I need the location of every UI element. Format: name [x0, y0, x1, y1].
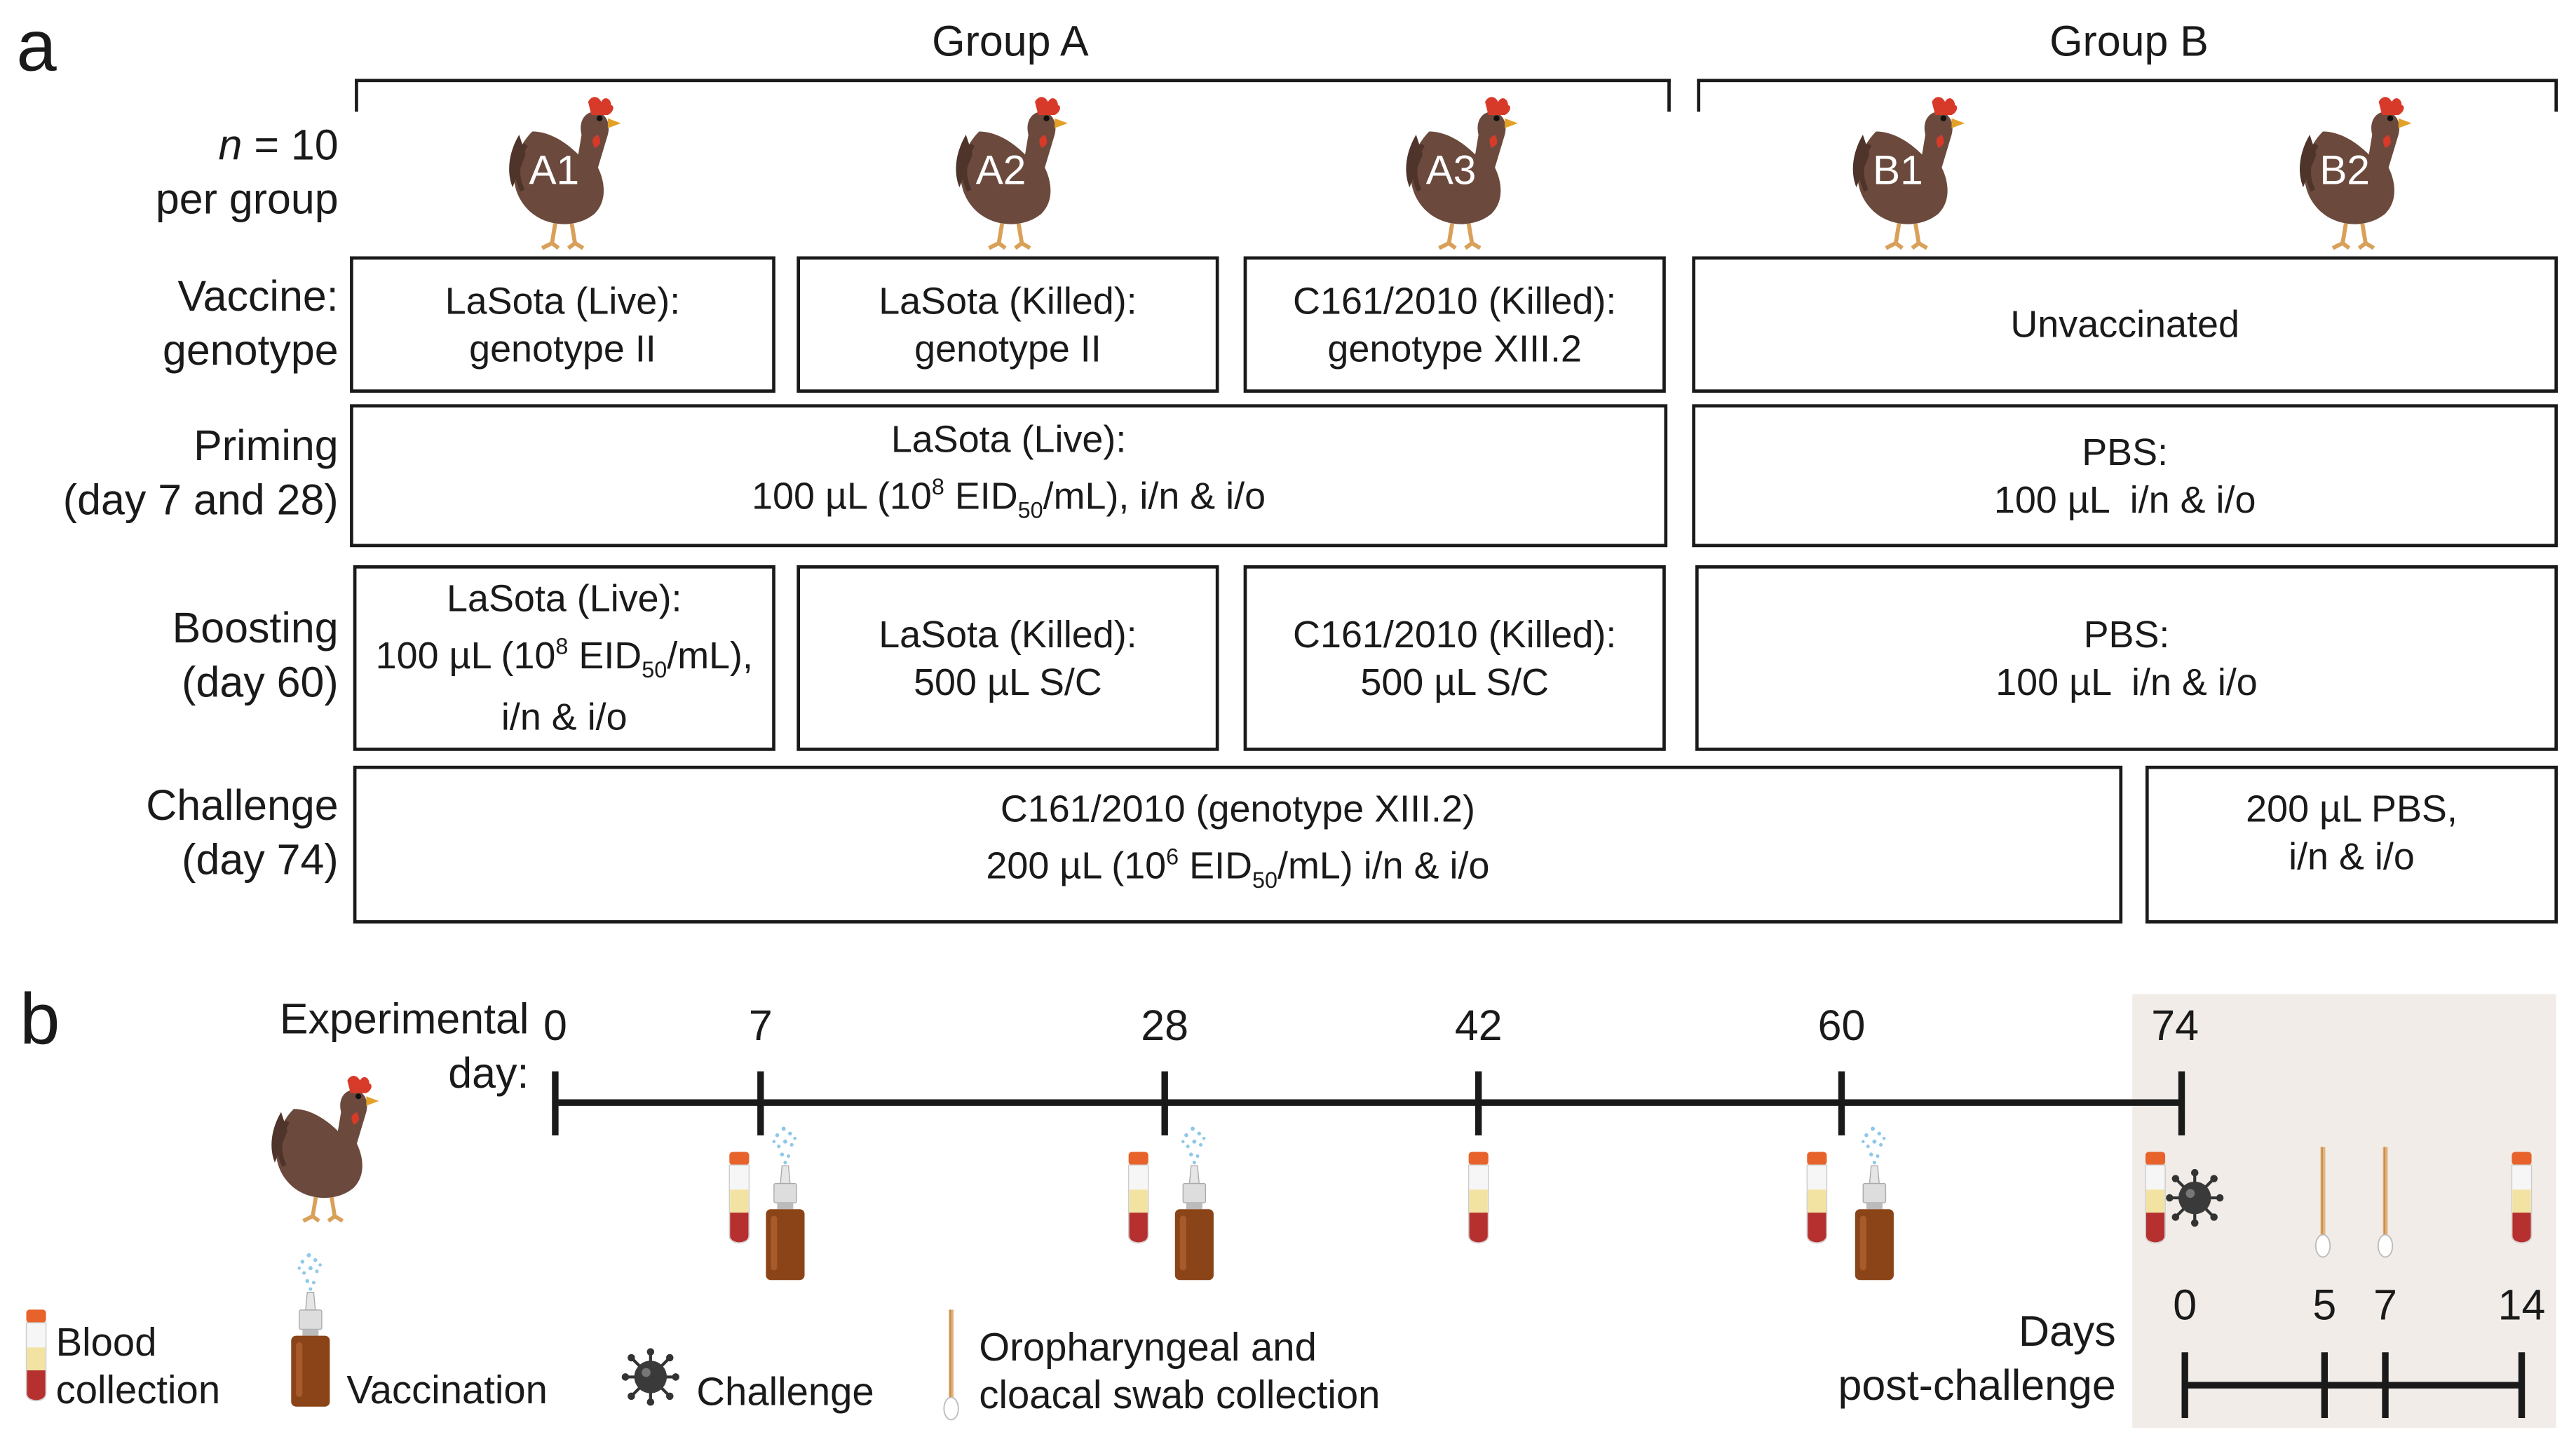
blood-tube-icon-day60 — [1801, 1150, 1833, 1249]
day-label-28: 28 — [1141, 1000, 1189, 1051]
legend-vaccine-spray-icon — [286, 1249, 335, 1410]
legend-vaccination: Vaccination — [346, 1368, 548, 1413]
hen-label-a3: A3 — [1425, 147, 1477, 194]
vaccine-b-box: Unvaccinated — [1692, 256, 2558, 393]
n-value: = 10 — [254, 120, 339, 170]
panel-a-letter: a — [16, 6, 57, 88]
legend-swab-collection: Oropharyngeal and cloacal swab collectio… — [979, 1325, 1381, 1419]
row-label-vaccine: Vaccine: genotype — [163, 269, 339, 378]
hen-icon-timeline — [246, 1065, 404, 1222]
priming-group-a-box: LaSota (Live): 100 µL (108 EID50/mL), i/… — [350, 404, 1668, 548]
group-a-bracket — [355, 79, 1671, 112]
blood-tube-icon-day28 — [1122, 1150, 1155, 1249]
blood-tube-icon-day7 — [723, 1150, 756, 1249]
legend-blood-collection: Blood collection — [55, 1321, 221, 1413]
days-post-challenge-label: Days post-challenge — [1838, 1306, 2116, 1410]
boosting-a1-box: LaSota (Live): 100 µL (108 EID50/mL), i/… — [353, 565, 775, 751]
legend-virus-icon — [621, 1347, 680, 1406]
group-b-bracket — [1697, 79, 2558, 112]
post-day-label-7: 7 — [2373, 1280, 2397, 1330]
row-label-boosting-l2: (day 60) — [182, 657, 339, 707]
day-label-60: 60 — [1817, 1000, 1866, 1051]
day-label-42: 42 — [1454, 1000, 1503, 1051]
group-a-title: Group A — [932, 16, 1089, 66]
hen-label-a2: A2 — [975, 147, 1026, 194]
panel-b-letter: b — [20, 979, 60, 1060]
blood-tube-icon-day42 — [1462, 1150, 1495, 1249]
experimental-day-label: Experimental day: — [279, 994, 529, 1098]
legend-swab-icon — [942, 1309, 961, 1421]
legend-challenge: Challenge — [696, 1370, 874, 1415]
row-label-priming: Priming (day 7 and 28) — [63, 419, 339, 527]
post-day-label-14: 14 — [2497, 1280, 2546, 1330]
legend-blood-tube-icon — [20, 1308, 53, 1407]
row-label-boosting: Boosting (day 60) — [172, 602, 339, 710]
vaccine-spray-icon-day60 — [1850, 1122, 1899, 1283]
row-label-challenge-l2: (day 74) — [182, 835, 339, 884]
day-label-74: 74 — [2151, 1000, 2199, 1051]
vaccine-spray-icon-day28 — [1170, 1122, 1219, 1283]
row-label-priming-l2: (day 7 and 28) — [62, 475, 339, 525]
vaccine-spray-icon-day7 — [761, 1122, 810, 1283]
post-day-label-0: 0 — [2173, 1280, 2197, 1330]
hen-label-a1: A1 — [529, 147, 580, 194]
challenge-b2-box: 200 µL PBS,i/n & i/o — [2145, 765, 2558, 924]
row-label-boosting-l1: Boosting — [172, 602, 339, 653]
row-label-vaccine-l1: Vaccine: — [177, 271, 339, 320]
swab-icon-day7 — [2375, 1147, 2395, 1258]
n-per-group-label: n = 10 per group — [156, 119, 339, 227]
per-group-text: per group — [155, 174, 339, 224]
priming-group-b-box: PBS:100 µL i/n & i/o — [1692, 404, 2558, 548]
blood-tube-icon-day14 — [2505, 1150, 2538, 1249]
row-label-challenge: Challenge (day 74) — [146, 779, 338, 888]
boosting-b-box: PBS:100 µL i/n & i/o — [1695, 565, 2558, 751]
day-label-7: 7 — [748, 1000, 773, 1051]
boosting-a2-box: LaSota (Killed):500 µL S/C — [796, 565, 1219, 751]
row-label-challenge-l1: Challenge — [146, 780, 339, 830]
virus-icon-day74 — [2165, 1168, 2224, 1227]
hen-label-b2: B2 — [2319, 147, 2370, 194]
vaccine-a3-box: C161/2010 (Killed):genotype XIII.2 — [1243, 256, 1666, 393]
vaccine-a2-box: LaSota (Killed):genotype II — [796, 256, 1219, 393]
row-label-vaccine-l2: genotype — [162, 325, 339, 375]
day-label-0: 0 — [543, 1000, 567, 1051]
swab-icon-day5 — [2313, 1147, 2333, 1258]
group-b-title: Group B — [2049, 16, 2209, 66]
n-symbol: n — [218, 120, 243, 170]
row-label-priming-l1: Priming — [194, 420, 339, 471]
post-day-label-5: 5 — [2312, 1280, 2337, 1330]
hen-label-b1: B1 — [1873, 147, 1923, 194]
challenge-main-box: C161/2010 (genotype XIII.2) 200 µL (106 … — [353, 765, 2123, 924]
boosting-a3-box: C161/2010 (Killed):500 µL S/C — [1243, 565, 1666, 751]
vaccine-a1-box: LaSota (Live):genotype II — [350, 256, 775, 393]
